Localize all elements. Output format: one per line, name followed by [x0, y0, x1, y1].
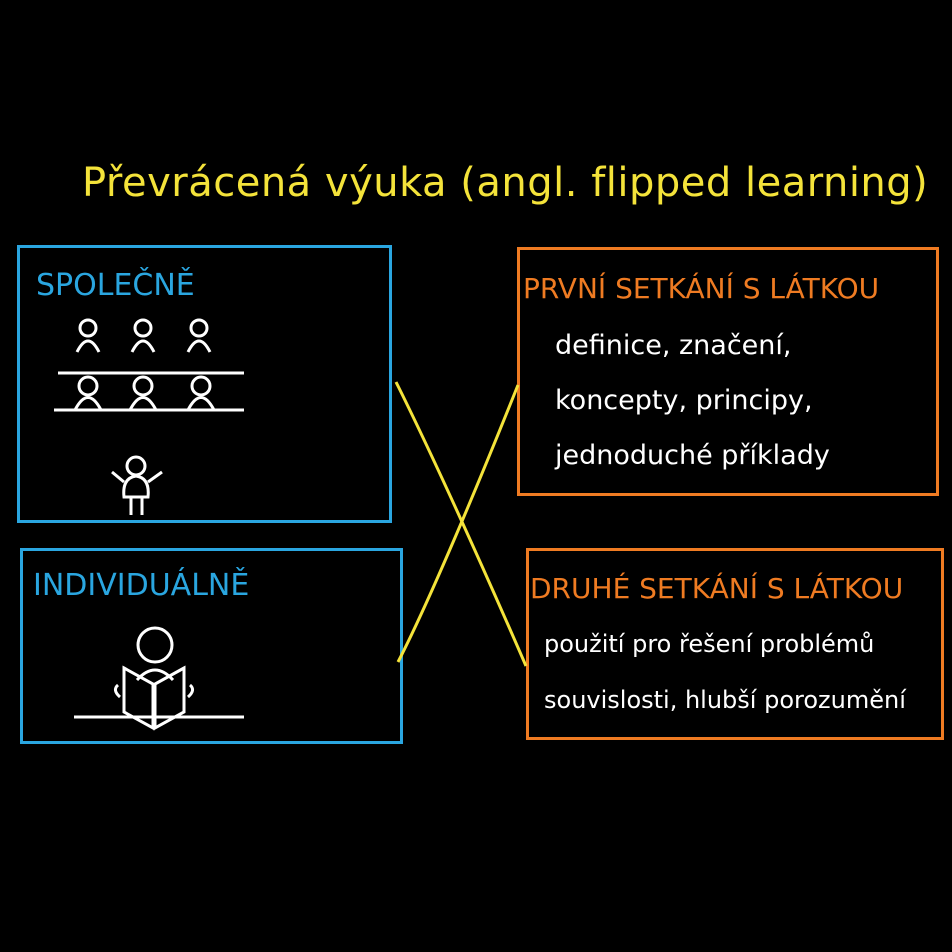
student-icon: [186, 375, 216, 411]
first-encounter-line-2: koncepty, principy,: [555, 385, 813, 416]
teacher-icon: [111, 455, 163, 515]
individual-label: INDIVIDUÁLNĚ: [33, 568, 250, 603]
student-icon: [186, 318, 212, 353]
first-encounter-line-1: definice, značení,: [555, 330, 792, 361]
diagram-title: Převrácená výuka (angl. flipped learning…: [82, 160, 929, 206]
second-encounter-line-2: souvislosti, hlubší porozumění: [544, 686, 906, 714]
student-icon: [128, 375, 158, 411]
student-icon: [73, 375, 103, 411]
together-label: SPOLEČNĚ: [36, 268, 195, 303]
connector-together-to-second: [394, 381, 528, 667]
second-encounter-box: [526, 548, 944, 740]
student-icon: [130, 318, 156, 353]
second-encounter-line-1: použití pro řešení problémů: [544, 630, 875, 658]
first-encounter-line-3: jednoduché příklady: [555, 440, 830, 471]
reading-person-icon: [113, 626, 195, 731]
second-encounter-label: DRUHÉ SETKÁNÍ S LÁTKOU: [530, 572, 904, 605]
first-encounter-box: [517, 247, 939, 496]
student-icon: [75, 318, 101, 353]
connector-individual-to-first: [396, 384, 520, 663]
first-encounter-label: PRVNÍ SETKÁNÍ S LÁTKOU: [523, 272, 880, 305]
individual-box: [20, 548, 403, 744]
together-box: [17, 245, 392, 523]
